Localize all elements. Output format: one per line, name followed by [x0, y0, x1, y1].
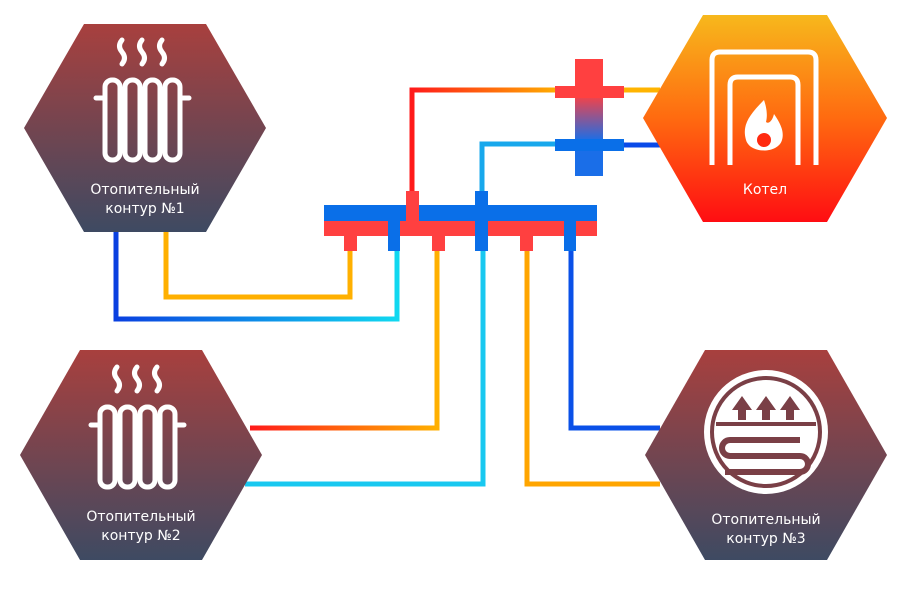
circuit1-label-line2: контур №1	[105, 201, 185, 217]
circuit3-label: Отопительный контур №3	[686, 511, 846, 549]
circuit3-label-line2: контур №3	[726, 531, 806, 547]
supply-pipe-to-separator	[409, 87, 560, 195]
radiator-icon	[88, 364, 187, 490]
radiator-icon	[93, 37, 192, 163]
boiler-label: Котел	[742, 182, 788, 198]
circuit2-return-pipe	[245, 250, 486, 487]
circuit3-supply-pipe	[524, 250, 660, 487]
underfloor-heating-icon	[704, 370, 828, 494]
circuit3-return-pipe	[568, 250, 660, 431]
circuit1-supply-pipe	[163, 230, 353, 300]
circuit1-label: Отопительный контур №1	[65, 181, 225, 219]
circuit2-supply-pipe	[250, 250, 440, 431]
boiler-icon	[709, 49, 819, 165]
manifold	[324, 191, 597, 251]
circuit1-return-pipe	[113, 230, 400, 322]
circuit3-label-line1: Отопительный	[711, 512, 821, 528]
circuit1-label-line1: Отопительный	[90, 182, 200, 198]
pipes	[113, 87, 660, 487]
return-pipe-to-separator	[479, 141, 560, 195]
hydraulic-separator	[555, 59, 624, 176]
circuit2-label-line2: контур №2	[101, 528, 181, 544]
circuit2-label: Отопительный контур №2	[61, 508, 221, 546]
circuit2-label-line1: Отопительный	[86, 509, 196, 525]
